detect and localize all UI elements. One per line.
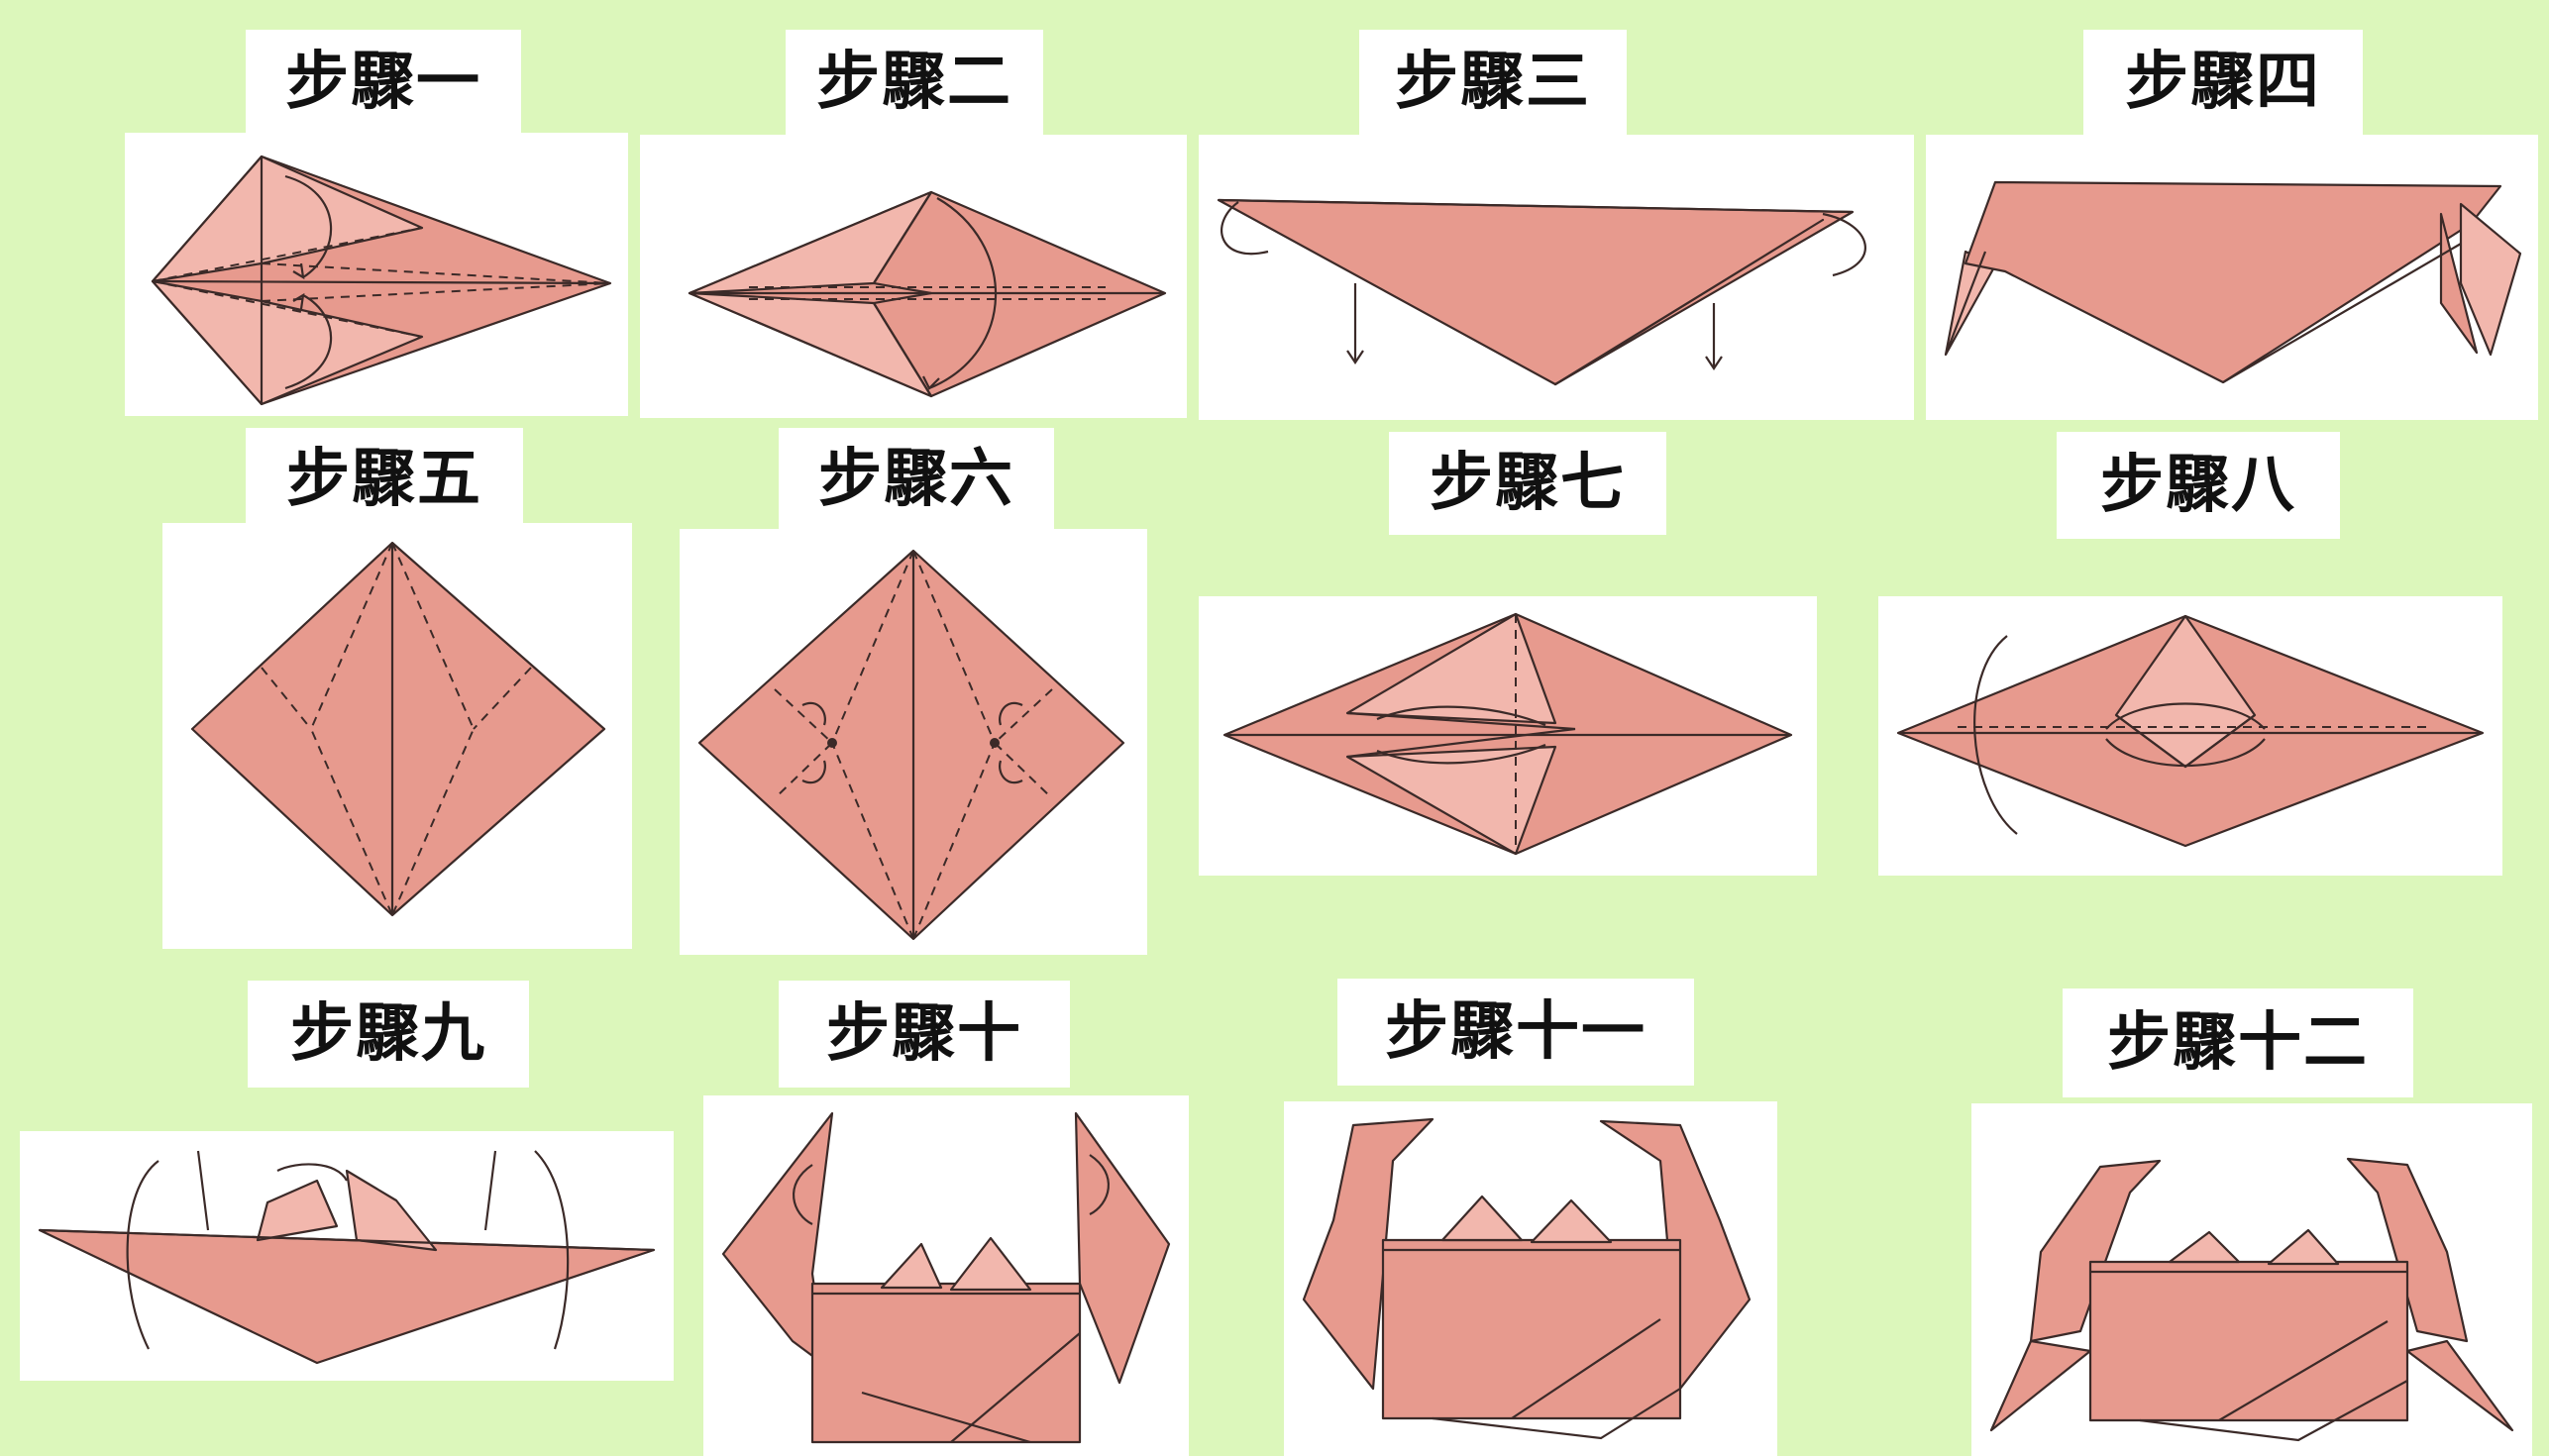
step-6-diagram [680,529,1147,955]
step-12-diagram [1971,1103,2532,1456]
step-3-label: 步驟三 [1359,30,1627,135]
step-7-diagram [1199,596,1817,876]
step-11-diagram [1284,1101,1777,1456]
step-3-diagram [1199,135,1914,420]
step-4-diagram [1926,135,2538,420]
step-12-label: 步驟十二 [2063,988,2413,1097]
step-9-diagram [20,1131,674,1381]
step-2-label: 步驟二 [786,30,1043,135]
step-5-label: 步驟五 [246,428,523,531]
step-4-label: 步驟四 [2083,30,2363,135]
step-1-diagram [125,133,628,416]
step-9-label: 步驟九 [248,981,529,1088]
step-10-label: 步驟十 [779,981,1070,1088]
step-2-diagram [640,135,1187,418]
step-6-label: 步驟六 [779,428,1054,531]
step-8-label: 步驟八 [2057,432,2340,539]
step-7-label: 步驟七 [1389,432,1666,535]
step-1-label: 步驟一 [246,30,521,135]
step-10-diagram [703,1095,1189,1456]
step-8-diagram [1878,596,2502,876]
step-5-diagram [162,523,632,949]
step-11-label: 步驟十一 [1337,979,1694,1086]
